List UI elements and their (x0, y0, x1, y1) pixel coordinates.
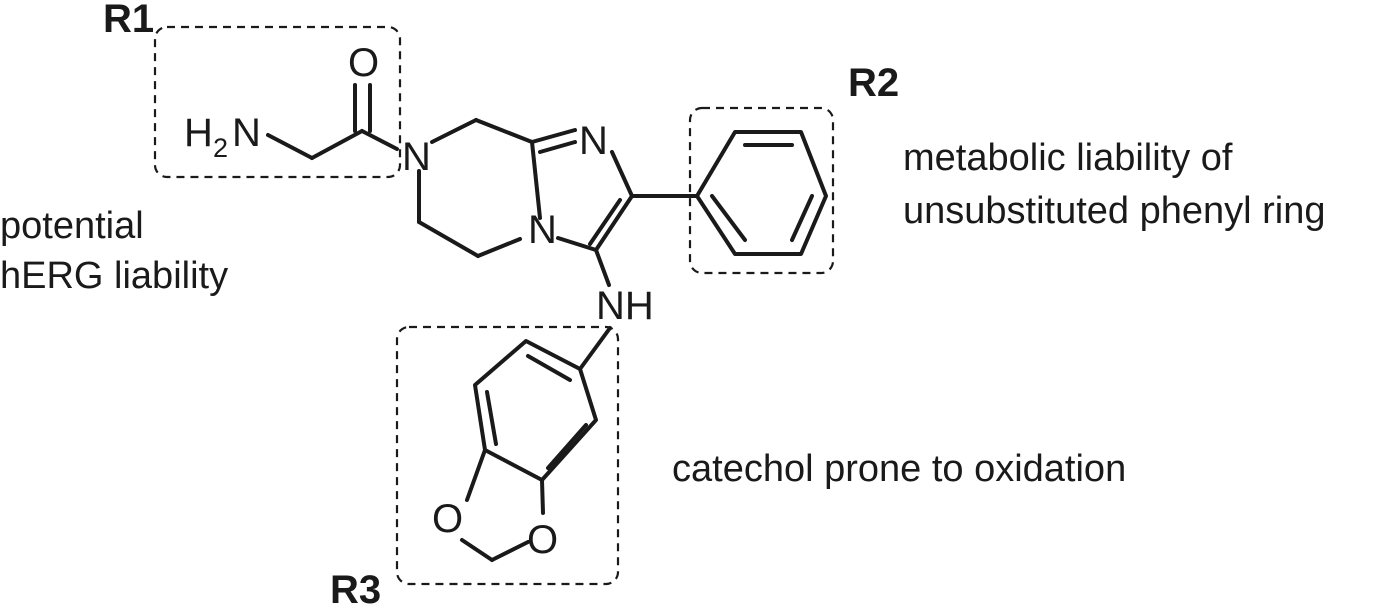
bridgehead-n-label: N (528, 208, 557, 252)
imidazole-bonds (530, 128, 634, 252)
r2-note-line1: metabolic liability of (903, 137, 1233, 179)
aniline-nh-label: NH (596, 284, 654, 328)
nh-bond-upper (594, 248, 611, 287)
amine-h-subscript: 2 (213, 133, 228, 163)
r2-label: R2 (848, 61, 899, 105)
dioxole-o-right-label: O (527, 518, 558, 562)
piperazine-n-label: N (402, 135, 431, 179)
amine-h-label: H (184, 111, 213, 155)
benzodioxole-bonds (460, 339, 598, 562)
piperazine-bonds (417, 118, 542, 258)
r1-region-box (153, 25, 402, 179)
r1-note-line2: hERG liability (0, 255, 228, 297)
r3-label: R3 (330, 568, 381, 609)
r3-region-box (395, 325, 620, 586)
r3-note: catechol prone to oxidation (672, 448, 1126, 490)
amine-n-label: N (232, 111, 261, 155)
nh-bond-lower (578, 326, 612, 371)
r1-note-line1: potential (0, 205, 144, 247)
phenyl-bonds (630, 130, 828, 256)
glycyl-bonds (266, 83, 399, 160)
r2-note-line2: unsubstituted phenyl ring (903, 190, 1326, 232)
r1-label: R1 (103, 0, 154, 41)
imidazole-n-label: N (579, 119, 608, 163)
r2-region-box (688, 106, 835, 275)
carbonyl-oxygen-label: O (348, 41, 379, 85)
dioxole-o-left-label: O (432, 497, 463, 541)
